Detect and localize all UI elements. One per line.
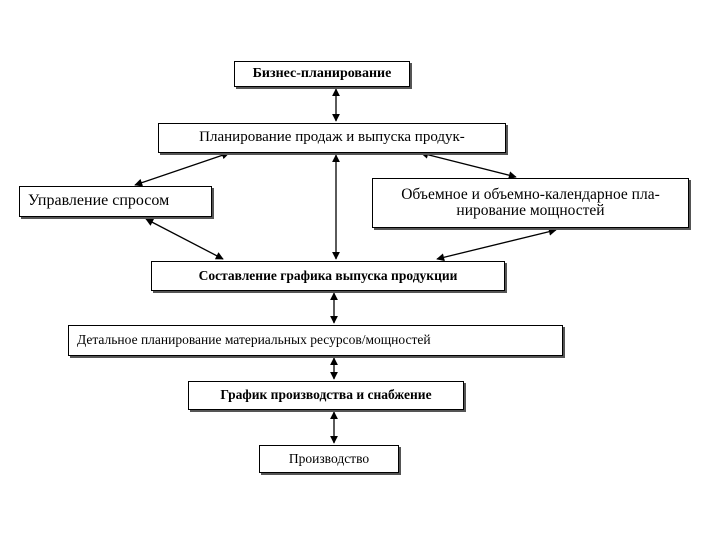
- capacity-planning-box: Объемное и объемно-календарное пла-ниров…: [372, 178, 689, 228]
- arrow-demand-to-schedule: [145, 218, 224, 260]
- arrow-capacity-to-schedule: [436, 227, 557, 262]
- production-schedule-label: Составление графика выпуска продукции: [198, 267, 458, 283]
- arrow-sales-to-demand: [134, 151, 230, 187]
- arrow-sales-to-capacity: [420, 150, 517, 180]
- production-supply-schedule-box: График производства и снабжение: [188, 381, 464, 410]
- detailed-planning-box: Детальное планирование материальных ресу…: [68, 325, 563, 356]
- business-planning-box: Бизнес-планирование: [234, 61, 410, 87]
- detailed-planning-label: Детальное планирование материальных ресу…: [77, 332, 431, 348]
- capacity-planning-label: Объемное и объемно-календарное пла-ниров…: [401, 185, 660, 219]
- business-planning-label: Бизнес-планирование: [252, 65, 392, 81]
- production-label: Производство: [288, 450, 370, 466]
- demand-management-label: Управление спросом: [28, 192, 170, 210]
- production-box: Производство: [259, 445, 399, 473]
- demand-management-box: Управление спросом: [19, 186, 212, 217]
- sales-production-planning-label: Планирование продаж и выпуска продук-: [199, 129, 465, 146]
- production-schedule-box: Составление графика выпуска продукции: [151, 261, 505, 291]
- sales-production-planning-box: Планирование продаж и выпуска продук-: [158, 123, 506, 153]
- production-supply-schedule-label: График производства и снабжение: [220, 387, 432, 403]
